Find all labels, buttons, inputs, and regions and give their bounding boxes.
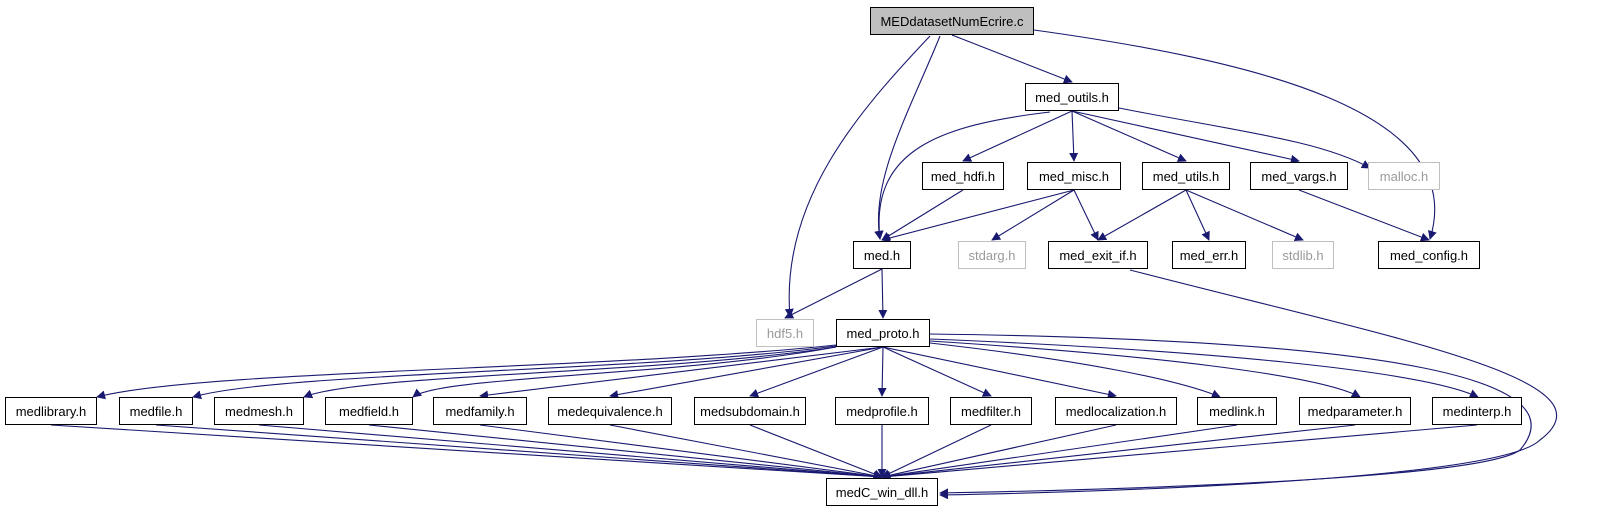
edge-med-outils-h-to-med-h [874,111,1051,240]
node-medlocalization-h[interactable]: medlocalization.h [1055,397,1177,425]
edge-medfile-h-to-medc-win-dll-h [155,424,883,481]
edge-med-outils-h-to-malloc-h [1118,107,1371,169]
edge-medfield-h-to-medc-win-dll-h [368,424,883,481]
node-medequivalence-h[interactable]: medequivalence.h [548,397,672,425]
edge-med-misc-h-to-med-h [881,189,1075,243]
edge-med-proto-h-to-medfilter-h [882,346,992,397]
edge-medlocalization-h-to-medc-win-dll-h [881,424,1117,480]
node-medfilter-h[interactable]: medfilter.h [950,397,1032,425]
edge-meddatasetnumecrire-c-to-med-config-h [1033,29,1437,240]
edge-medfamily-h-to-medc-win-dll-h [479,424,883,481]
edge-med-proto-h-to-medlink-h [929,342,1221,398]
node-stdarg-h: stdarg.h [958,241,1026,269]
node-med-utils-h[interactable]: med_utils.h [1142,162,1230,190]
node-medparameter-h[interactable]: medparameter.h [1299,397,1411,425]
edge-med-hdfi-h-to-med-h [881,189,964,241]
edge-med-proto-h-to-medlocalization-h [882,346,1117,399]
node-stdlib-h: stdlib.h [1272,241,1334,269]
edge-med-misc-h-to-stdarg-h [991,189,1075,241]
edge-med-outils-h-to-med-utils-h [1071,110,1187,162]
edge-medlink-h-to-medc-win-dll-h [881,424,1238,481]
node-medprofile-h[interactable]: medprofile.h [835,397,929,425]
node-med-exit-if-h[interactable]: med_exit_if.h [1048,241,1148,269]
node-med-outils-h[interactable]: med_outils.h [1025,83,1119,111]
edge-med-proto-h-to-medfile-h [192,345,837,400]
node-medc-win-dll-h[interactable]: medC_win_dll.h [826,478,938,506]
edge-med-proto-h-to-medparameter-h [929,340,1361,398]
edge-med-proto-h-to-medprofile-h [877,346,887,397]
edge-med-proto-h-to-medfield-h [412,346,837,398]
edge-med-outils-h-to-med-vargs-h [1071,110,1300,164]
node-medfamily-h[interactable]: medfamily.h [433,397,527,425]
edge-med-proto-h-to-medinterp-h [929,338,1479,398]
edge-med-vargs-h-to-med-config-h [1298,189,1430,242]
node-medfield-h[interactable]: medfield.h [325,397,413,425]
edge-med-misc-h-to-med-exit-if-h [1073,189,1099,241]
node-medsubdomain-h[interactable]: medsubdomain.h [694,397,806,425]
edge-meddatasetnumecrire-c-to-med-h [874,35,941,240]
edge-med-proto-h-to-medlibrary-h [96,344,837,400]
edge-medinterp-h-to-medc-win-dll-h [881,424,1478,481]
edge-medparameter-h-to-medc-win-dll-h [881,424,1356,481]
node-med-misc-h[interactable]: med_misc.h [1027,162,1121,190]
edge-med-proto-h-to-medmesh-h [303,346,837,399]
edge-medlibrary-h-to-medc-win-dll-h [50,424,883,481]
node-medlibrary-h[interactable]: medlibrary.h [5,397,97,425]
node-med-h[interactable]: med.h [853,241,911,269]
edge-med-exit-if-h-to-medc-win-dll-h [939,269,1557,500]
edge-medsubdomain-h-to-medc-win-dll-h [749,424,883,479]
node-med-config-h[interactable]: med_config.h [1378,241,1480,269]
edge-med-h-to-med-proto-h [878,268,888,319]
edge-med-proto-h-to-medequivalence-h [609,346,884,399]
edge-med-outils-h-to-med-hdfi-h [962,110,1073,162]
edge-med-utils-h-to-med-exit-if-h [1097,189,1187,241]
node-med-proto-h[interactable]: med_proto.h [836,319,930,347]
edge-med-utils-h-to-med-err-h [1185,189,1210,241]
edge-med-proto-h-to-medfamily-h [479,346,884,400]
node-medinterp-h[interactable]: medinterp.h [1432,397,1522,425]
node-hdf5-h: hdf5.h [756,319,814,347]
edge-med-proto-h-to-medsubdomain-h [749,346,884,398]
node-medlink-h[interactable]: medlink.h [1197,397,1277,425]
edge-med-h-to-hdf5-h [784,268,883,319]
edge-meddatasetnumecrire-c-to-med-outils-h [951,34,1073,84]
node-med-err-h[interactable]: med_err.h [1172,241,1246,269]
edge-medfilter-h-to-medc-win-dll-h [881,424,992,478]
edge-medmesh-h-to-medc-win-dll-h [258,424,883,481]
edge-meddatasetnumecrire-c-to-hdf5-h [784,35,931,318]
node-meddatasetnumecrire-c[interactable]: MEDdatasetNumEcrire.c [870,7,1034,35]
node-med-hdfi-h[interactable]: med_hdfi.h [922,162,1004,190]
edge-med-utils-h-to-stdlib-h [1185,189,1304,241]
node-medfile-h[interactable]: medfile.h [119,397,193,425]
edge-med-outils-h-to-med-misc-h [1069,110,1079,162]
node-med-vargs-h[interactable]: med_vargs.h [1250,162,1348,190]
node-medmesh-h[interactable]: medmesh.h [214,397,304,425]
edge-med-proto-h-to-medc-win-dll-h [929,333,1532,498]
edge-medequivalence-h-to-medc-win-dll-h [609,424,883,480]
node-malloc-h: malloc.h [1368,162,1440,190]
